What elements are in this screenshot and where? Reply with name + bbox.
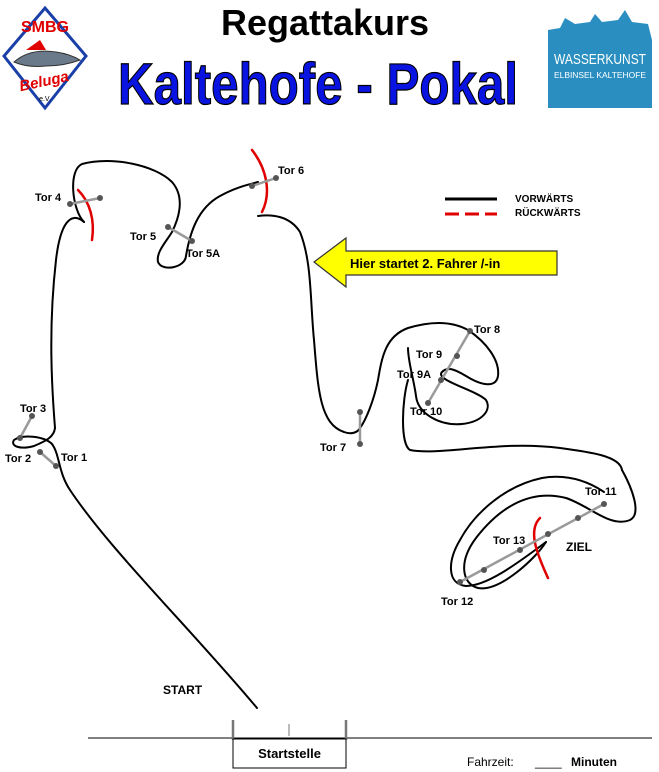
- gate-label-tor7: Tor 7: [320, 442, 346, 454]
- reverse-arc-tor13: [532, 516, 550, 580]
- time-unit: Minuten: [571, 755, 617, 769]
- wasserkunst-logo: WASSERKUNST ELBINSEL KALTEHOFE: [548, 10, 652, 108]
- gate-label-tor9: Tor 9: [416, 349, 442, 361]
- logo-wasserkunst-text: WASSERKUNST: [554, 51, 646, 68]
- gate-label-tor5: Tor 5: [130, 231, 156, 243]
- gate-label-tor9a: Tor 9A: [397, 369, 431, 381]
- bottom-area: Startstelle Fahrzeit: ____ Minuten: [88, 720, 652, 769]
- gate-label-tor1: Tor 1: [61, 452, 87, 464]
- legend-backward-label: RÜCKWÄRTS: [515, 206, 581, 219]
- gate-label-tor2: Tor 2: [5, 453, 31, 465]
- gate-label-tor3: Tor 3: [20, 403, 46, 415]
- title-kaltehofe-pokal: Kaltehofe - Pokal: [118, 52, 518, 117]
- gate-label-tor5a: Tor 5A: [186, 248, 220, 260]
- gate-label-tor10: Tor 10: [410, 406, 442, 418]
- smbg-beluga-logo: SMBG Beluga e.V.: [2, 5, 88, 111]
- start-box: [232, 738, 347, 769]
- logo-ev-text: e.V.: [39, 96, 51, 103]
- logo-smbg-text: SMBG: [21, 19, 69, 36]
- gate-label-tor4: Tor 4: [35, 192, 62, 204]
- gates: [18, 176, 605, 584]
- gate-label-tor11: Tor 11: [585, 486, 617, 498]
- time-blank: ____: [534, 755, 562, 769]
- start-box-label: Startstelle: [258, 746, 321, 761]
- logo-elbinsel-text: ELBINSEL KALTEHOFE: [554, 71, 646, 80]
- callout-arrow: Hier startet 2. Fahrer /-in: [313, 236, 558, 289]
- finish-label: ZIEL: [566, 540, 592, 554]
- reverse-arc-tor4: [76, 188, 95, 242]
- gate-posts: [17, 175, 607, 585]
- gate-label-tor8: Tor 8: [474, 324, 500, 336]
- title-regattakurs: Regattakurs: [221, 2, 429, 43]
- course-path: [12, 160, 637, 709]
- legend-forward-label: VORWÄRTS: [515, 192, 573, 205]
- gate-label-tor12: Tor 12: [441, 596, 473, 608]
- time-label: Fahrzeit:: [467, 755, 514, 769]
- legend: VORWÄRTS RÜCKWÄRTS: [445, 192, 581, 219]
- callout-text: Hier startet 2. Fahrer /-in: [350, 256, 500, 271]
- start-label: START: [163, 683, 203, 697]
- gate-label-tor13: Tor 13: [493, 535, 525, 547]
- gate-labels: Tor 4 Tor 5 Tor 5A Tor 6 Tor 3 Tor 2 Tor…: [5, 165, 617, 697]
- gate-label-tor6: Tor 6: [278, 165, 304, 177]
